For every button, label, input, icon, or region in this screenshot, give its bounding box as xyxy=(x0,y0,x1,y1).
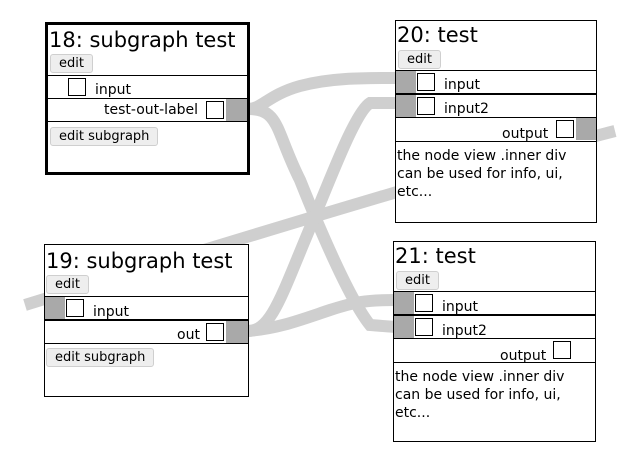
edit-button[interactable]: edit xyxy=(46,275,89,294)
output-port-row: out xyxy=(45,320,248,344)
input-port-label: input xyxy=(444,77,481,93)
output-port-connector[interactable] xyxy=(206,323,224,341)
inner-text-line: the node view .inner div xyxy=(395,369,565,385)
input2-port-row: input2 xyxy=(394,315,595,339)
inner-text-line: the node view .inner div xyxy=(397,148,567,164)
node-20[interactable]: 20: test edit input input2 output the no… xyxy=(395,20,597,223)
input2-port-connector[interactable] xyxy=(415,318,433,336)
input-port-shade xyxy=(45,297,65,319)
edit-button[interactable]: edit xyxy=(50,54,93,73)
input-port-label: input xyxy=(442,299,479,315)
node-inner-view: the node view .inner div can be used for… xyxy=(397,147,566,201)
inner-text-line: can be used for info, ui, xyxy=(397,166,563,182)
output-port-label: out xyxy=(177,327,200,343)
wire-19out-to-21input[interactable] xyxy=(247,294,397,337)
node-inner-view: the node view .inner div can be used for… xyxy=(395,368,564,422)
node-18[interactable]: 18: subgraph test edit input test-out-la… xyxy=(45,22,250,175)
inner-text-line: etc... xyxy=(397,184,433,200)
input-port-connector[interactable] xyxy=(415,294,433,312)
input-port-row: input xyxy=(394,291,595,315)
output-port-label: output xyxy=(500,348,547,364)
output-port-label: test-out-label xyxy=(104,102,199,118)
output-port-shade xyxy=(226,321,248,343)
output-port-row: output xyxy=(394,339,595,364)
node-title: 21: test xyxy=(395,244,476,268)
output-port-row: test-out-label xyxy=(48,98,247,122)
output-port-shade xyxy=(576,118,596,140)
input2-port-label: input2 xyxy=(444,101,489,117)
output-port-row: output xyxy=(396,118,596,142)
input-port-label: input xyxy=(95,82,132,98)
inner-text-line: can be used for info, ui, xyxy=(395,387,561,403)
input-port-connector[interactable] xyxy=(66,299,84,317)
output-port-shade xyxy=(226,99,247,121)
node-title: 20: test xyxy=(397,23,478,47)
edit-button[interactable]: edit xyxy=(396,271,439,290)
input-port-shade xyxy=(396,71,416,93)
node-title: 18: subgraph test xyxy=(49,28,236,52)
input2-port-row: input2 xyxy=(396,94,596,118)
input2-port-connector[interactable] xyxy=(417,97,435,115)
input-port-connector[interactable] xyxy=(417,73,435,91)
input2-port-shade xyxy=(394,316,414,338)
wire-19out-to-20input2[interactable] xyxy=(247,97,396,337)
output-port-connector[interactable] xyxy=(556,120,574,138)
output-port-label: output xyxy=(502,126,549,142)
node-19[interactable]: 19: subgraph test edit input out edit su… xyxy=(44,244,249,397)
node-title: 19: subgraph test xyxy=(46,249,233,273)
edit-button[interactable]: edit xyxy=(398,50,441,69)
input2-port-label: input2 xyxy=(442,323,487,339)
input-port-row: input xyxy=(48,75,247,99)
input-port-shade xyxy=(394,292,414,314)
output-port-connector[interactable] xyxy=(553,341,571,359)
edit-subgraph-button[interactable]: edit subgraph xyxy=(50,127,159,146)
input-port-row: input xyxy=(45,296,248,320)
input-port-row: input xyxy=(396,70,596,94)
input2-port-shade xyxy=(396,95,416,117)
inner-text-line: etc... xyxy=(395,405,431,421)
input-port-connector[interactable] xyxy=(68,78,86,96)
edit-subgraph-button[interactable]: edit subgraph xyxy=(46,348,155,367)
input-port-label: input xyxy=(93,304,130,320)
output-port-connector[interactable] xyxy=(206,101,224,119)
node-21[interactable]: 21: test edit input input2 output the no… xyxy=(393,241,596,442)
